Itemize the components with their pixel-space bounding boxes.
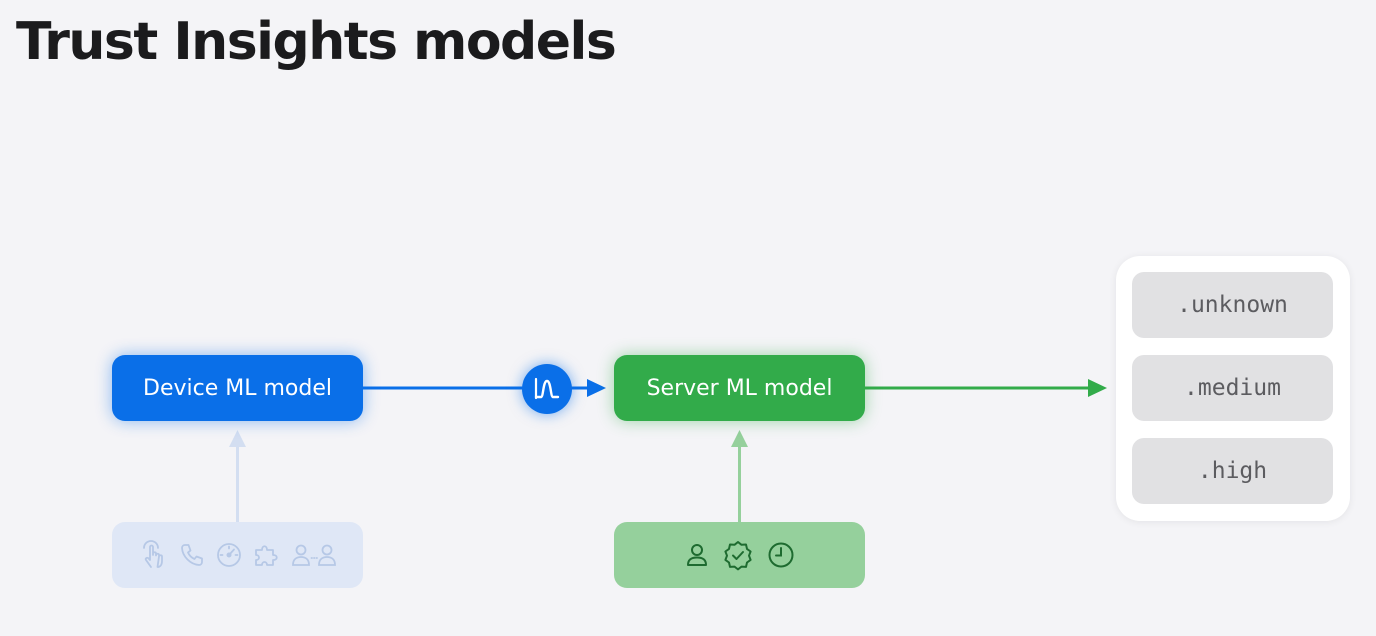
person-icon [684, 541, 710, 569]
verified-badge-icon [722, 539, 754, 571]
phone-icon [178, 541, 206, 569]
device-to-server-arrowhead [587, 379, 606, 397]
result-item-unknown: .unknown [1132, 272, 1333, 338]
device-signals-arrowhead [229, 430, 246, 447]
server-ml-model-box: Server ML model [614, 355, 865, 421]
tap-gesture-icon [139, 539, 169, 571]
device-ml-model-box: Device ML model [112, 355, 363, 421]
clock-icon [766, 540, 796, 570]
results-panel: .unknown .medium .high [1116, 256, 1350, 521]
puzzle-piece-icon [252, 541, 282, 569]
distribution-curve-icon [522, 364, 572, 414]
device-ml-model-label: Device ML model [143, 375, 332, 401]
server-ml-model-label: Server ML model [646, 375, 833, 401]
result-item-high: .high [1132, 438, 1333, 504]
page-title: Trust Insights models [16, 12, 617, 72]
server-signals-arrowhead [731, 430, 748, 447]
result-item-medium: .medium [1132, 355, 1333, 421]
device-signals-box [112, 522, 363, 588]
people-icon [291, 541, 337, 569]
server-signals-box [614, 522, 865, 588]
server-to-results-arrowhead [1088, 379, 1107, 397]
gauge-icon [215, 541, 243, 569]
